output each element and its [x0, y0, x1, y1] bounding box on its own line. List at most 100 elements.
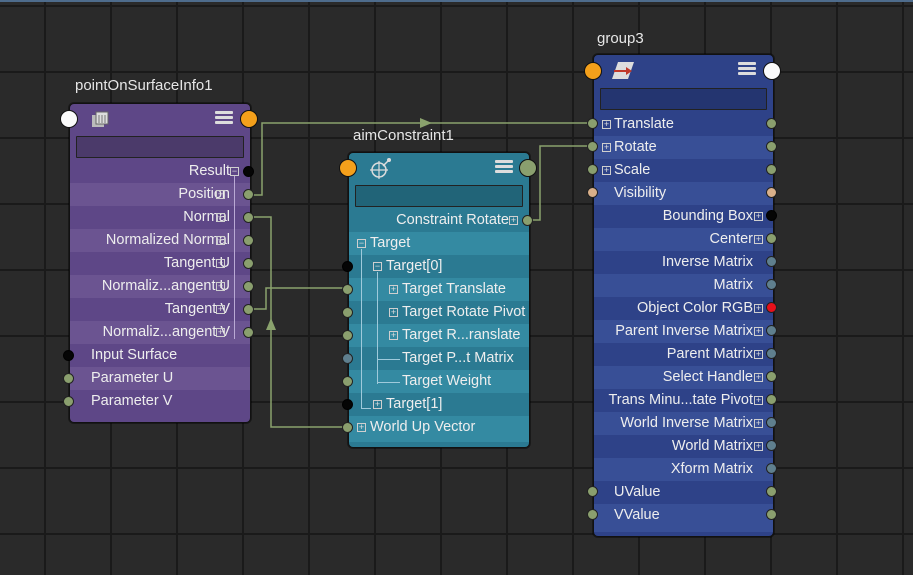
output-plug[interactable] — [243, 212, 254, 223]
output-plug[interactable] — [243, 281, 254, 292]
output-plug-orange[interactable] — [240, 110, 258, 128]
input-plug-white[interactable] — [60, 110, 78, 128]
output-plug[interactable] — [243, 258, 254, 269]
expand-icon[interactable]: + — [389, 284, 398, 294]
output-plug[interactable] — [766, 371, 777, 382]
output-plug[interactable] — [766, 325, 777, 336]
expand-icon[interactable]: + — [754, 441, 763, 451]
expand-icon[interactable]: + — [754, 211, 763, 221]
output-plug[interactable] — [766, 417, 777, 428]
attr-row[interactable]: Parent Inverse Matrix — [594, 320, 773, 343]
expand-icon[interactable]: + — [754, 349, 763, 359]
output-plug[interactable] — [522, 215, 533, 226]
input-plug[interactable] — [587, 164, 598, 175]
attr-row[interactable]: Normaliz...angent V — [70, 321, 250, 344]
node-header[interactable] — [70, 104, 250, 134]
attr-row[interactable]: Rotate — [594, 136, 773, 159]
output-plug[interactable] — [766, 509, 777, 520]
attr-row[interactable]: Object Color RGB — [594, 297, 773, 320]
attr-row[interactable]: Visibility — [594, 182, 773, 205]
output-plug[interactable] — [766, 463, 777, 474]
input-plug[interactable] — [342, 307, 353, 318]
node-aimconstraint[interactable]: Constraint Rotate Target Target[0] Targe… — [348, 152, 530, 448]
attr-row[interactable]: Trans Minu...tate Pivot — [594, 389, 773, 412]
input-plug[interactable] — [342, 284, 353, 295]
output-plug[interactable] — [766, 233, 777, 244]
node-menu-icon[interactable] — [215, 110, 233, 131]
output-plug[interactable] — [766, 440, 777, 451]
output-plug[interactable] — [766, 302, 777, 313]
input-plug[interactable] — [587, 118, 598, 129]
expand-icon[interactable]: + — [602, 142, 611, 152]
attr-row[interactable]: World Inverse Matrix — [594, 412, 773, 435]
attr-row[interactable]: Parent Matrix — [594, 343, 773, 366]
attr-row[interactable]: Target — [349, 232, 529, 255]
node-group3[interactable]: Translate Rotate Scale Visibility Boundi… — [593, 54, 774, 537]
output-plug[interactable] — [766, 187, 777, 198]
attr-row[interactable]: Target[0] — [349, 255, 529, 278]
output-plug-green[interactable] — [519, 159, 537, 177]
collapse-icon[interactable]: − — [230, 166, 239, 176]
output-plug[interactable] — [243, 166, 254, 177]
attr-row[interactable]: Constraint Rotate — [349, 209, 529, 232]
expand-icon[interactable]: + — [754, 234, 763, 244]
attr-row[interactable]: VValue — [594, 504, 773, 532]
collapse-icon[interactable]: − — [373, 261, 382, 271]
output-plug[interactable] — [766, 141, 777, 152]
expand-icon[interactable]: + — [602, 165, 611, 175]
attr-row[interactable]: Scale — [594, 159, 773, 182]
expand-icon[interactable]: + — [754, 395, 763, 405]
attr-row[interactable]: Inverse Matrix — [594, 251, 773, 274]
input-plug[interactable] — [587, 187, 598, 198]
output-plug[interactable] — [766, 256, 777, 267]
expand-icon[interactable]: + — [754, 326, 763, 336]
output-plug[interactable] — [766, 348, 777, 359]
input-plug[interactable] — [587, 509, 598, 520]
output-plug[interactable] — [766, 486, 777, 497]
expand-icon[interactable]: + — [389, 330, 398, 340]
output-plug-white[interactable] — [763, 62, 781, 80]
attr-row[interactable]: Input Surface — [70, 344, 250, 367]
input-plug[interactable] — [342, 330, 353, 341]
expand-icon[interactable]: + — [216, 281, 225, 291]
attribute-filter-field[interactable] — [600, 88, 767, 110]
input-plug[interactable] — [342, 261, 353, 272]
collapse-icon[interactable]: − — [357, 238, 366, 248]
expand-icon[interactable]: + — [216, 235, 225, 245]
expand-icon[interactable]: + — [754, 418, 763, 428]
attribute-filter-field[interactable] — [76, 136, 244, 158]
attr-row[interactable]: World Matrix — [594, 435, 773, 458]
output-plug[interactable] — [766, 210, 777, 221]
output-plug[interactable] — [243, 304, 254, 315]
attr-row[interactable]: Target Translate — [349, 278, 529, 301]
input-plug[interactable] — [342, 422, 353, 433]
attr-row[interactable]: Matrix — [594, 274, 773, 297]
attr-row[interactable]: Target[1] — [349, 393, 529, 416]
expand-icon[interactable]: + — [216, 304, 225, 314]
input-plug[interactable] — [63, 350, 74, 361]
expand-icon[interactable]: + — [357, 422, 366, 432]
attr-row[interactable]: UValue — [594, 481, 773, 504]
input-plug[interactable] — [587, 141, 598, 152]
attr-row[interactable]: Parameter U — [70, 367, 250, 390]
node-header[interactable] — [349, 153, 529, 183]
attr-row[interactable]: World Up Vector — [349, 416, 529, 442]
input-plug[interactable] — [342, 376, 353, 387]
attr-row[interactable]: Target Rotate Pivot — [349, 301, 529, 324]
node-menu-icon[interactable] — [738, 61, 756, 82]
expand-icon[interactable]: + — [216, 189, 225, 199]
attr-row[interactable]: Translate — [594, 113, 773, 136]
output-plug[interactable] — [766, 279, 777, 290]
expand-icon[interactable]: + — [389, 307, 398, 317]
attr-row[interactable]: Tangent V — [70, 298, 250, 321]
attr-row[interactable]: Target P...t Matrix — [349, 347, 529, 370]
attr-row[interactable]: Tangent U — [70, 252, 250, 275]
expand-icon[interactable]: + — [602, 119, 611, 129]
node-pointonsurfaceinfo[interactable]: Result Position Normal Normalized Normal… — [69, 103, 251, 423]
node-menu-icon[interactable] — [495, 159, 513, 180]
attr-row[interactable]: Select Handle — [594, 366, 773, 389]
expand-icon[interactable]: + — [509, 215, 518, 225]
input-plug[interactable] — [63, 396, 74, 407]
attr-row[interactable]: Target R...ranslate — [349, 324, 529, 347]
input-plug-orange[interactable] — [584, 62, 602, 80]
